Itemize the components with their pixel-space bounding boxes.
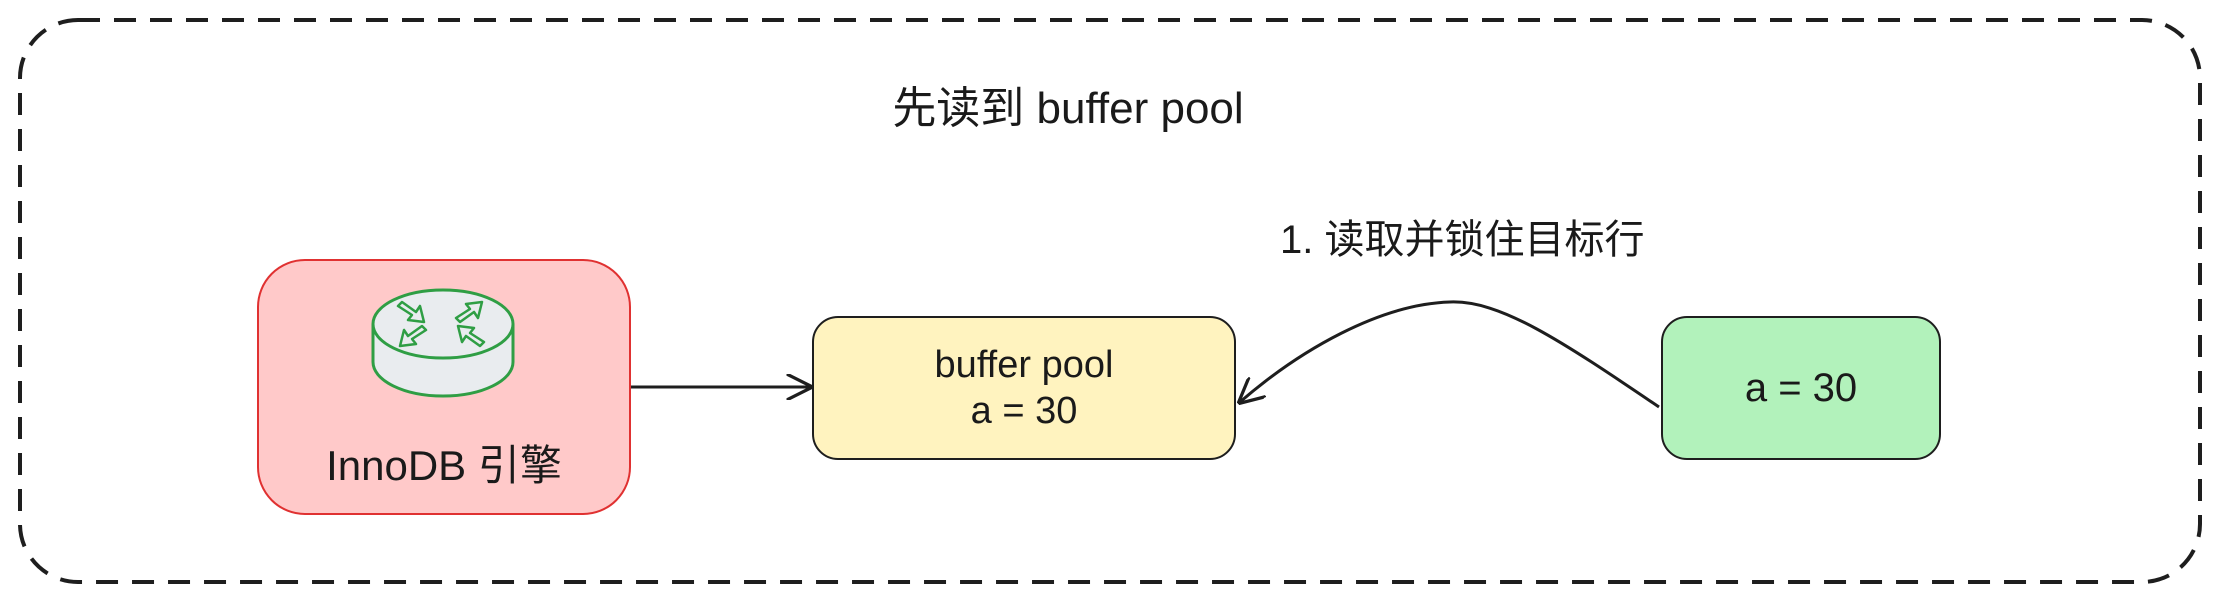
buffer-pool-value: a = 30 [970,390,1078,432]
row-node: a = 30 [1661,316,1941,460]
buffer-pool-node: buffer pool a = 30 [812,316,1236,460]
innodb-label: InnoDB 引擎 [326,442,562,489]
router-icon [371,288,515,398]
diagram-title: 先读到 buffer pool [892,84,1244,133]
edge-label-read-lock: 1. 读取并锁住目标行 [1280,218,1645,262]
row-value: a = 30 [1744,365,1858,410]
arrow-row-to-buffer [1240,300,1660,409]
buffer-pool-title: buffer pool [934,344,1114,386]
group-frame [18,18,2202,584]
